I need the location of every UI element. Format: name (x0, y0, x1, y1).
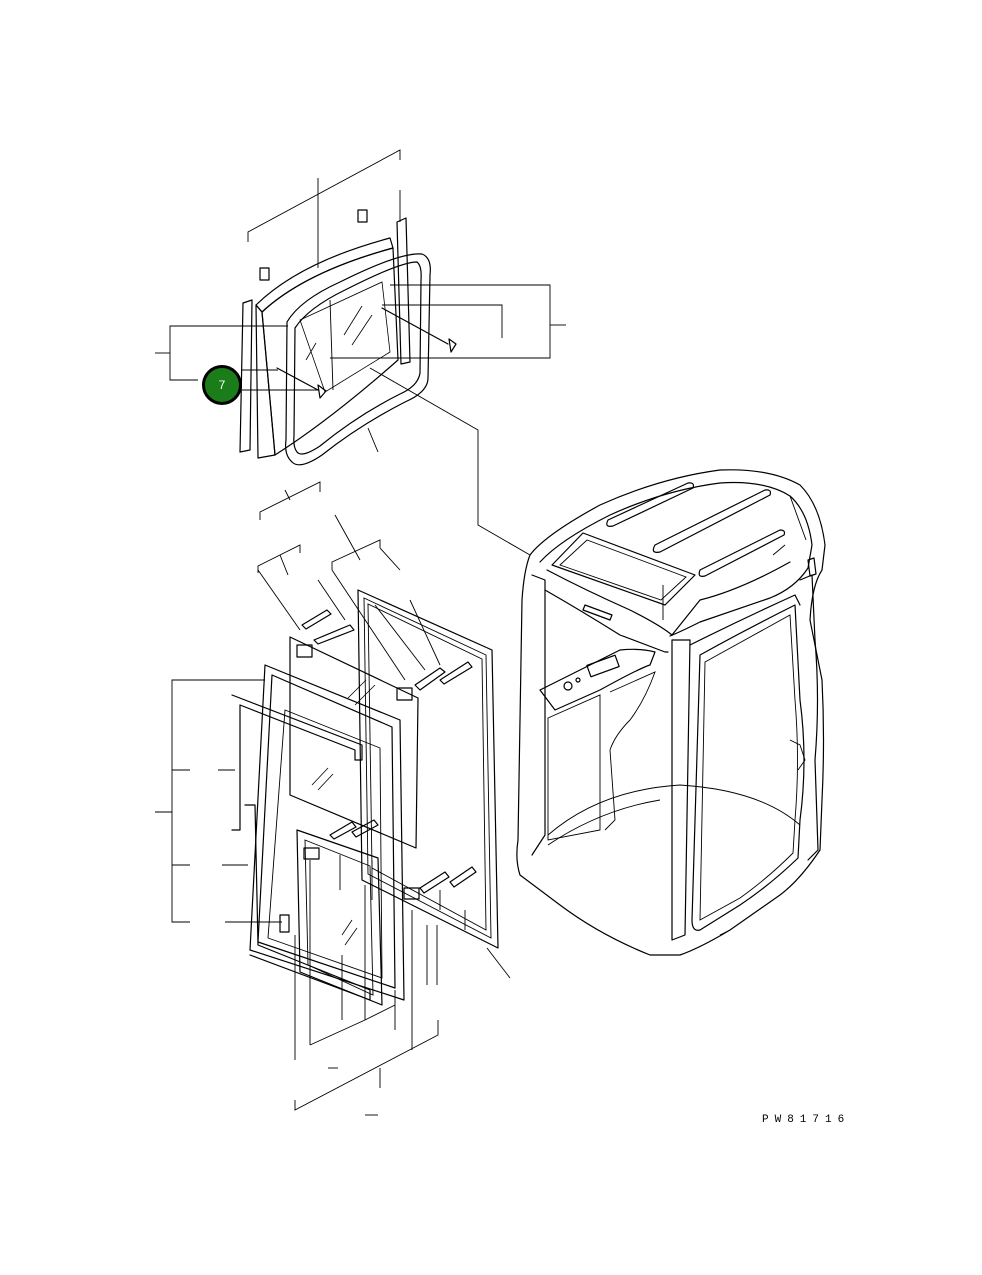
weather-strip (239, 299, 253, 453)
bolt (329, 821, 357, 840)
glass-panel (296, 829, 383, 1006)
clip (303, 847, 320, 860)
door-window-assembly (155, 481, 511, 1116)
bolt (449, 866, 477, 888)
glass-panel (357, 589, 499, 949)
roof-window (551, 532, 696, 606)
bolt (276, 367, 327, 399)
bolt (313, 624, 355, 645)
bolt (301, 609, 332, 630)
door-frame (249, 664, 405, 1001)
bolt (439, 661, 473, 685)
clip (296, 644, 313, 658)
glass-panel (289, 636, 419, 849)
clip (396, 687, 413, 701)
rubber-block (357, 209, 368, 223)
roof-window-assembly (155, 149, 566, 556)
callout-badge[interactable]: 7 (202, 365, 242, 405)
side-window (691, 604, 805, 931)
bolt (351, 819, 379, 838)
bolt (419, 871, 450, 894)
display-panel (586, 654, 620, 678)
rubber-block (259, 267, 270, 281)
cab-shell (516, 469, 826, 956)
weather-strip (396, 217, 411, 365)
clip (403, 887, 420, 900)
bolt (381, 307, 457, 353)
callout-label: 7 (218, 378, 226, 392)
seal-strip (231, 694, 363, 831)
operator-cab (516, 469, 826, 956)
block (279, 914, 290, 933)
dashboard (539, 648, 656, 711)
bolt (414, 667, 446, 691)
drawing-number: PW81716 (762, 1114, 851, 1126)
